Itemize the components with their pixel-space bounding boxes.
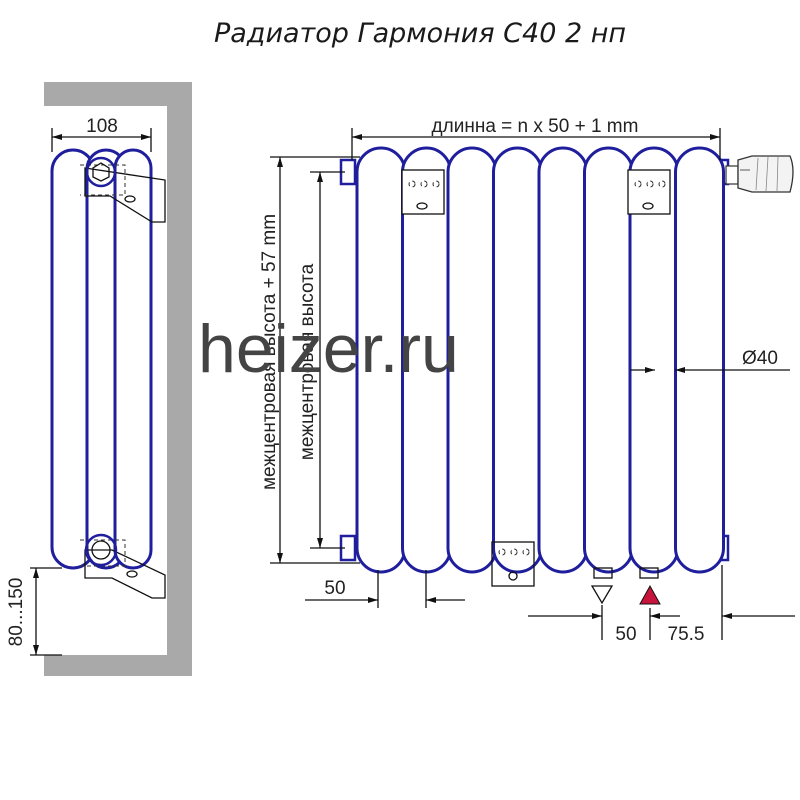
outlet-offset-dimension: 75.5 [668,624,705,645]
front-bracket-left [401,169,445,215]
supply-arrow-icon [639,584,661,605]
watermark: heizer.ru [198,311,459,387]
center-height-dimension: межцентровая высота [297,263,318,460]
side-tube-back [113,148,153,570]
radiator-sections [355,146,725,574]
section-pitch-dimension: 50 [324,578,345,599]
diagram-title: Радиатор Гармония С40 2 нп [214,18,626,49]
total-height-dimension: межцентровая высота + 57 mm [259,214,280,490]
diameter-dimension: Ø40 [742,348,778,369]
return-arrow-icon [590,585,614,605]
floor-gap-dimension: 80...150 [6,578,27,647]
bottom-wall-bracket [84,549,166,599]
top-plug [85,156,117,188]
depth-dimension: 108 [86,116,118,137]
thermostat-head-icon [725,155,794,193]
length-dimension: длинна = n x 50 + 1 mm [432,116,639,137]
supply-connection [639,567,659,579]
wall [44,82,192,676]
front-bracket-right [627,169,671,215]
radiator-section [537,146,589,574]
return-connection [593,567,613,579]
outlet-spacing-dimension: 50 [615,624,636,645]
radiator-section [492,146,543,574]
front-bracket-bottom [491,541,535,587]
top-wall-bracket [84,167,166,223]
side-view: 108 80...150 [6,82,192,676]
front-view: длинна = n x 50 + 1 mm межцентровая высо… [259,116,795,645]
radiator-section [583,146,634,574]
radiator-section [674,146,725,574]
bottom-plug [84,533,118,567]
